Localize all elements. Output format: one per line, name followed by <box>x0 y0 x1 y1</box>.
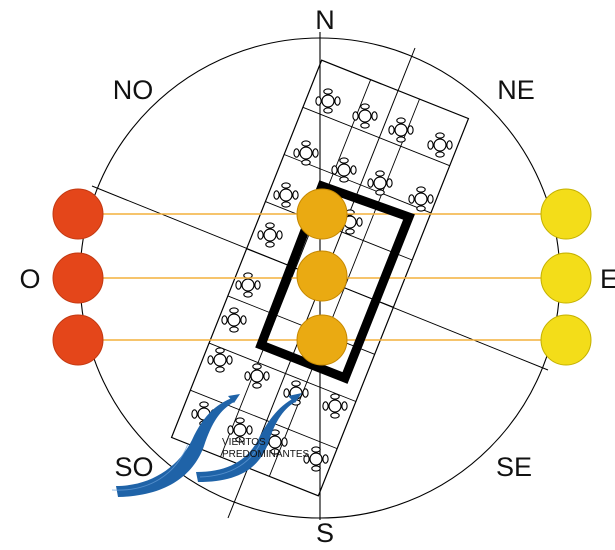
wind-label-line1: VIENTOS <box>222 437 266 448</box>
south-label: S <box>316 518 334 545</box>
midday-suns <box>296 188 348 366</box>
building-outline <box>255 180 415 384</box>
sunrise-suns <box>540 188 592 366</box>
east-label: E <box>600 264 615 294</box>
west-label: O <box>19 264 40 294</box>
southeast-label: SE <box>496 452 532 482</box>
wind-label-line2: PREDOMINANTES <box>222 449 310 460</box>
wind-arrow-icon <box>111 393 302 497</box>
southwest-label: SO <box>114 452 153 482</box>
northeast-label: NE <box>497 75 535 105</box>
north-label: N <box>315 5 335 35</box>
northwest-label: NO <box>113 75 154 105</box>
sunset-suns <box>52 188 104 366</box>
